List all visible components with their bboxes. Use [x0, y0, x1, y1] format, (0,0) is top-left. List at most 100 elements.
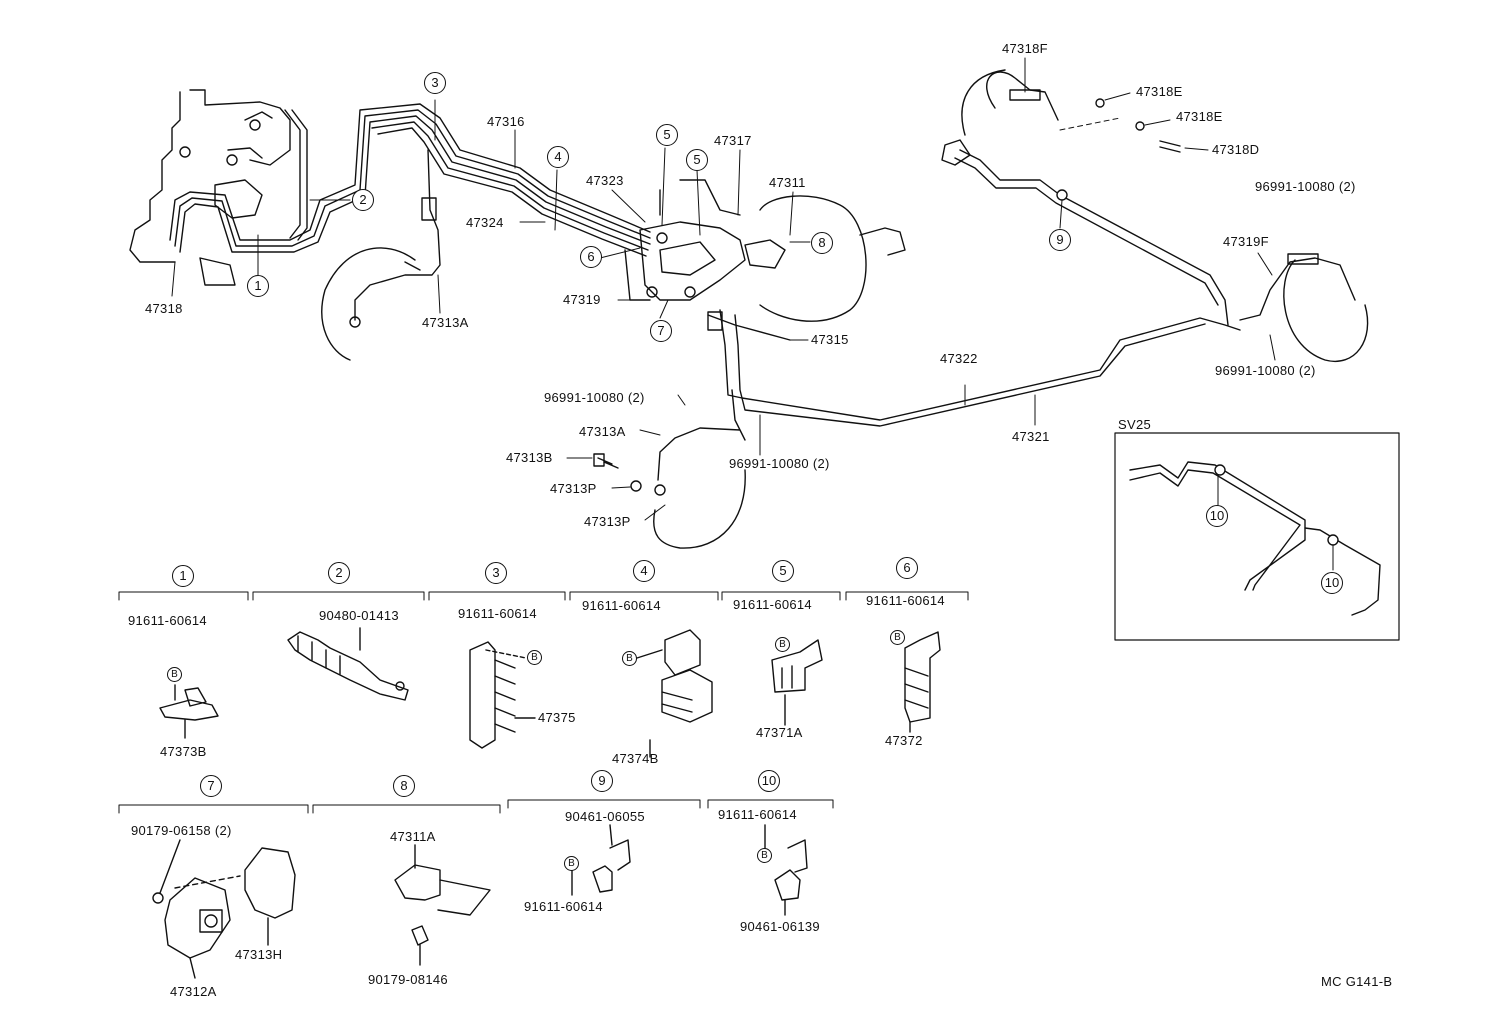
right-upper-bracket — [941, 139, 971, 166]
bolt-47318D — [1159, 140, 1181, 153]
line-47315 — [707, 314, 791, 341]
callout-9: 9 — [1049, 229, 1071, 251]
detail-header-2: 2 — [328, 562, 350, 584]
label-47311: 47311 — [769, 175, 806, 190]
detail-10-top: 91611-60614 — [718, 807, 797, 822]
detail-brackets — [118, 591, 969, 814]
callout-1: 1 — [247, 275, 269, 297]
detail-6-bottom: 47372 — [885, 733, 923, 748]
diagram-code: MC G141-B — [1321, 974, 1393, 989]
leader-lines — [171, 57, 1334, 571]
label-47315: 47315 — [811, 332, 849, 347]
rear-left-bleeder — [654, 484, 666, 496]
gasket-47313P — [630, 480, 642, 492]
sv25-line-c — [1304, 527, 1381, 616]
label-47318: 47318 — [145, 301, 183, 316]
rear-brake-line-lower-2 — [734, 314, 1206, 427]
valve-drawing-7 — [152, 839, 296, 979]
bolt-marker-3: B — [527, 650, 542, 665]
detail-header-1: 1 — [172, 565, 194, 587]
detail-header-3: 3 — [485, 562, 507, 584]
master-cylinder-assembly — [129, 89, 291, 286]
rear-brake-line-lower — [719, 309, 1241, 421]
bleeder-fitting — [349, 316, 361, 328]
label-47318F: 47318F — [1002, 41, 1048, 56]
label-96991-lower-left: 96991-10080 (2) — [544, 390, 645, 405]
detail-7-mid: 47313H — [235, 947, 283, 962]
rear-left-hose — [657, 389, 746, 481]
callout-10-b: 10 — [1321, 572, 1343, 594]
clamp-drawing-5 — [771, 639, 823, 726]
right-brake-line — [959, 149, 1229, 326]
callout-10-a: 10 — [1206, 505, 1228, 527]
booster-valve — [744, 239, 786, 269]
callout-4: 4 — [547, 146, 569, 168]
clamp-drawing-1 — [159, 684, 219, 739]
label-47323: 47323 — [586, 173, 624, 188]
callout-5-a: 5 — [656, 124, 678, 146]
label-47317: 47317 — [714, 133, 752, 148]
right-lower-rotor — [1283, 259, 1369, 363]
detail-8-top: 47311A — [390, 829, 436, 844]
bolt-marker-10: B — [757, 848, 772, 863]
gasket-47318E-a — [1095, 98, 1105, 108]
detail-8-bottom: 90179-08146 — [368, 972, 448, 987]
clamp-drawing-9 — [571, 824, 631, 896]
detail-1-bottom: 47373B — [160, 744, 207, 759]
detail-2-top: 90480-01413 — [319, 608, 399, 623]
label-47319: 47319 — [563, 292, 601, 307]
clamp-drawing-3 — [469, 641, 536, 749]
detail-4-bottom: 47374B — [612, 751, 659, 766]
detail-1-top: 91611-60614 — [128, 613, 207, 628]
detail-header-8: 8 — [393, 775, 415, 797]
callout-8: 8 — [811, 232, 833, 254]
detail-3-top: 91611-60614 — [458, 606, 537, 621]
bolt-marker-5: B — [775, 637, 790, 652]
sv25-inset-box — [1114, 432, 1400, 641]
detail-5-bottom: 47371A — [756, 725, 803, 740]
sv25-line-b — [1129, 469, 1301, 591]
label-47322: 47322 — [940, 351, 978, 366]
bolt-head — [593, 453, 605, 467]
detail-header-5: 5 — [772, 560, 794, 582]
label-47318E-a: 47318E — [1136, 84, 1183, 99]
proportioning-valve-assembly — [624, 179, 746, 301]
front-flex-hose — [354, 149, 441, 321]
label-47321: 47321 — [1012, 429, 1050, 444]
detail-3-side: 47375 — [538, 710, 576, 725]
sv25-clamp-marker-b — [1327, 534, 1339, 546]
bolt-marker-9: B — [564, 856, 579, 871]
label-47316: 47316 — [487, 114, 525, 129]
detail-7-top: 90179-06158 (2) — [131, 823, 232, 838]
label-47313P-b: 47313P — [584, 514, 631, 529]
detail-4-top: 91611-60614 — [582, 598, 661, 613]
bolt-marker-1: B — [167, 667, 182, 682]
clamp-drawing-10 — [764, 824, 808, 916]
clamp-drawing-2 — [287, 627, 409, 701]
label-47324: 47324 — [466, 215, 504, 230]
detail-header-7: 7 — [200, 775, 222, 797]
valve-47315 — [707, 311, 723, 331]
detail-header-4: 4 — [633, 560, 655, 582]
detail-5-top: 91611-60614 — [733, 597, 812, 612]
booster-connector — [859, 227, 906, 256]
detail-6-top: 91611-60614 — [866, 593, 945, 608]
clamp-9-marker — [1056, 189, 1068, 201]
detail-header-6: 6 — [896, 557, 918, 579]
bolt-47313B — [597, 457, 619, 469]
detail-9-bottom: 91611-60614 — [524, 899, 603, 914]
front-rotor-outline — [321, 247, 421, 361]
label-47319F: 47319F — [1223, 234, 1269, 249]
callout-6: 6 — [580, 246, 602, 268]
label-96991-bottom-right: 96991-10080 (2) — [1215, 363, 1316, 378]
gasket-47318E-b — [1135, 121, 1145, 131]
callout-7: 7 — [650, 320, 672, 342]
label-47313A-lower: 47313A — [579, 424, 626, 439]
label-47318D: 47318D — [1212, 142, 1260, 157]
detail-10-bottom: 90461-06139 — [740, 919, 820, 934]
bolt-marker-4: B — [622, 651, 637, 666]
label-96991-lower-mid: 96991-10080 (2) — [729, 456, 830, 471]
sv25-clamp-marker-a — [1214, 464, 1226, 476]
clamp-drawing-4 — [636, 629, 713, 758]
